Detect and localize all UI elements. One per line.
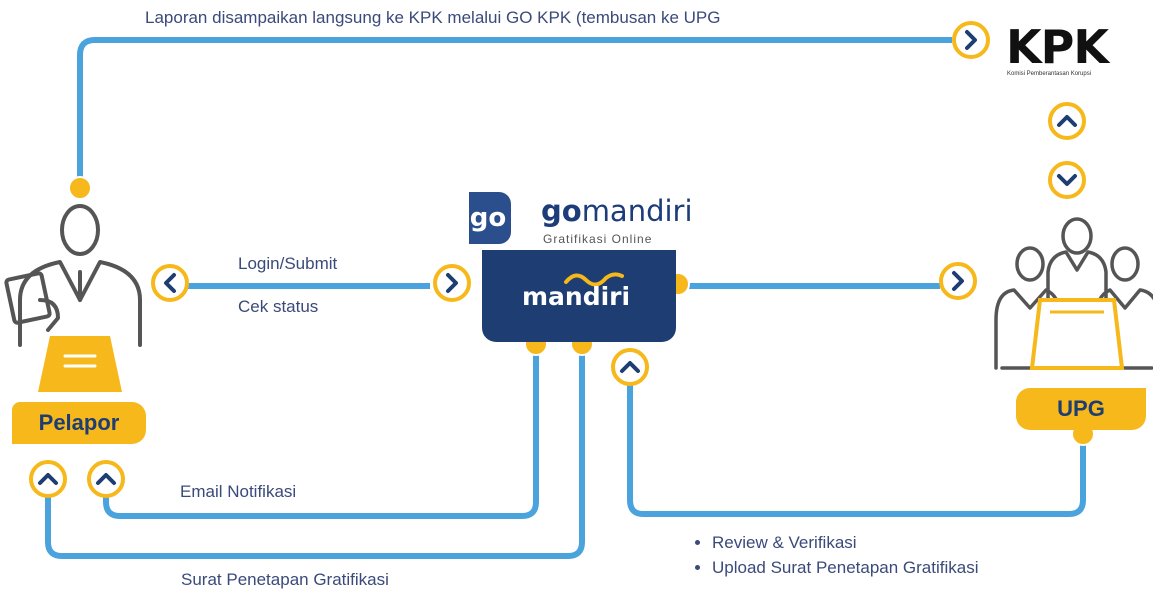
connector-upg-review: [627, 385, 1086, 517]
connector-dot-pelapor-top: [68, 176, 92, 200]
meeting-table-icon: [1029, 298, 1125, 370]
chevron-right-icon: [433, 264, 471, 302]
kpk-subtitle: Komisi Pemberantasan Korupsi: [1007, 71, 1092, 77]
gomandiri-subtitle: Gratifikasi Online: [543, 232, 653, 246]
kpk-report-label: Laporan disampaikan langsung ke KPK mela…: [145, 8, 721, 27]
login-submit-label: Login/Submit: [238, 254, 338, 273]
email-notifikasi-label: Email Notifikasi: [180, 482, 297, 501]
gomandiri-name: gomandiri: [541, 194, 693, 228]
list-item: Upload Surat Penetapan Gratifikasi: [712, 555, 979, 580]
connector-email-notifikasi: [103, 344, 539, 519]
surat-penetapan-label: Surat Penetapan Gratifikasi: [181, 570, 389, 589]
chevron-left-icon: [151, 264, 189, 302]
chevron-right-icon: [939, 262, 977, 300]
upg-badge: UPG: [1016, 388, 1146, 430]
gomandiri-badge: go: [469, 192, 511, 244]
mandiri-logo: mandiri: [482, 250, 676, 342]
chevron-right-icon: [952, 21, 990, 59]
pelapor-badge: Pelapor: [12, 402, 146, 444]
kpk-logo: KPK Komisi Pemberantasan Korupsi: [1006, 20, 1126, 80]
gomandiri-logo: go gomandiri Gratifikasi Online: [469, 188, 694, 250]
mandiri-wordmark: mandiri: [522, 282, 631, 311]
chevron-up-icon: [87, 460, 125, 498]
person-with-document-icon: [4, 204, 142, 347]
connector-pelapor-kpk: [77, 37, 952, 188]
chevron-down-icon: [1048, 161, 1086, 199]
desk-icon: [38, 336, 122, 392]
chevron-up-icon: [1048, 102, 1086, 140]
kpk-wordmark: KPK: [1006, 20, 1109, 74]
chevron-up-icon: [611, 348, 649, 386]
connector-surat-penetapan: [45, 344, 585, 559]
chevron-up-icon: [29, 460, 67, 498]
list-item: Review & Verifikasi: [712, 530, 979, 555]
upg-tasks-list: Review & Verifikasi Upload Surat Penetap…: [686, 530, 979, 580]
mandiri-wave-icon: [564, 272, 624, 287]
cek-status-label: Cek status: [238, 297, 319, 316]
